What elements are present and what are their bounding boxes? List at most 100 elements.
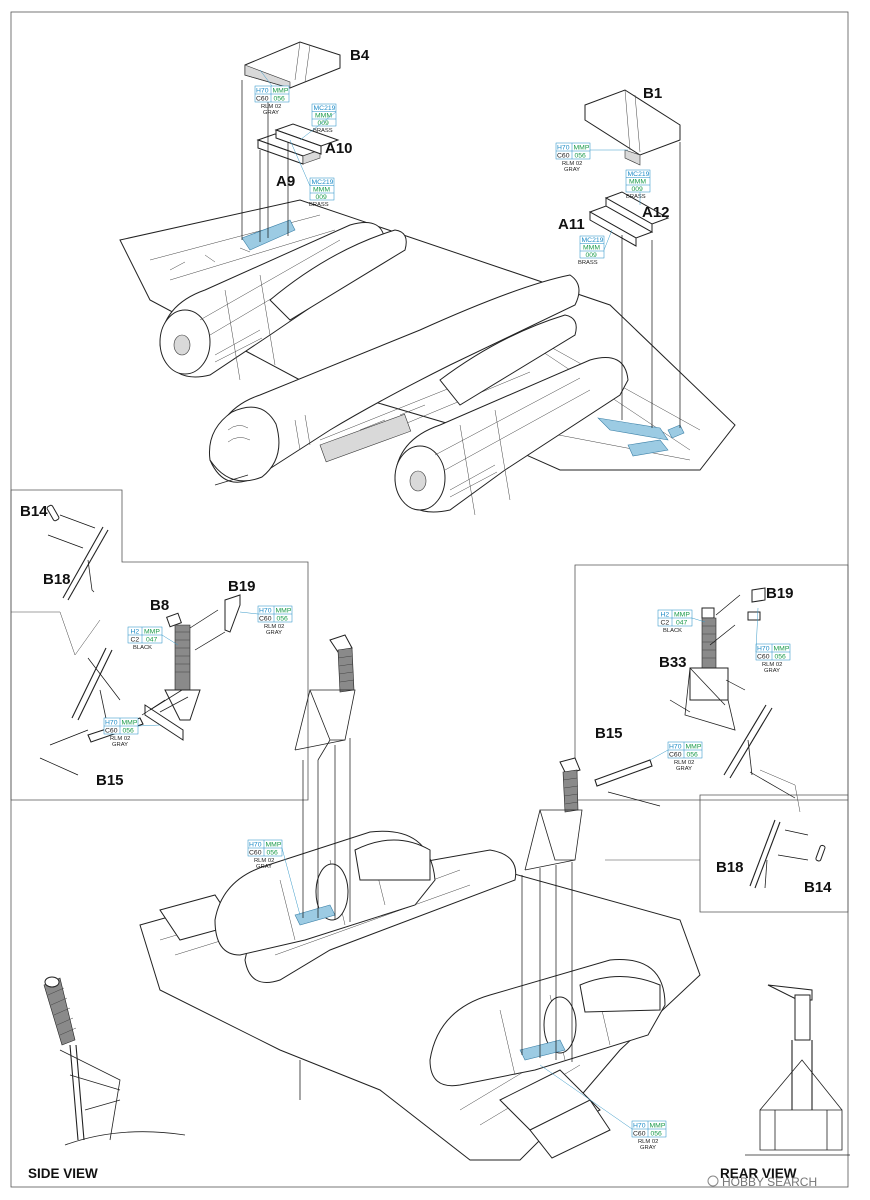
svg-text:H70: H70 bbox=[757, 646, 770, 653]
bay-highlight-right-a bbox=[597, 417, 669, 441]
svg-text:009: 009 bbox=[586, 252, 598, 259]
svg-text:H70: H70 bbox=[259, 608, 272, 615]
svg-text:C60: C60 bbox=[757, 654, 770, 661]
svg-text:056: 056 bbox=[775, 654, 787, 661]
svg-text:056: 056 bbox=[277, 616, 289, 623]
rear-view-drawing bbox=[745, 984, 850, 1156]
color-callout-gray-b19-left: H70 MMP C60 056 RLM 02 GRAY bbox=[257, 605, 293, 636]
color-callout-gray-b4: H70 MMP C60 056 RLM 02 GRAY bbox=[254, 85, 290, 116]
svg-text:047: 047 bbox=[676, 620, 688, 627]
svg-text:009: 009 bbox=[316, 194, 328, 201]
svg-text:MMP: MMP bbox=[122, 720, 138, 727]
svg-text:MMP: MMP bbox=[774, 646, 790, 653]
label-b19-right: B19 bbox=[766, 585, 794, 602]
svg-text:MMM: MMM bbox=[583, 245, 600, 252]
svg-text:GRAY: GRAY bbox=[564, 167, 580, 173]
color-callout-brass-a11: MC219 MMM 009 BRASS bbox=[578, 235, 605, 266]
label-b33: B33 bbox=[659, 654, 687, 671]
svg-text:GRAY: GRAY bbox=[263, 110, 279, 116]
svg-text:C60: C60 bbox=[557, 153, 570, 160]
svg-text:MMP: MMP bbox=[144, 629, 160, 636]
label-b15-right: B15 bbox=[595, 725, 623, 742]
part-a12-drawing bbox=[588, 191, 670, 247]
svg-text:H70: H70 bbox=[557, 145, 570, 152]
svg-text:GRAY: GRAY bbox=[676, 766, 692, 772]
label-b19-left: B19 bbox=[228, 578, 256, 595]
svg-text:RLM 02: RLM 02 bbox=[264, 624, 284, 630]
svg-text:H70: H70 bbox=[669, 744, 682, 751]
b18-b14-rear-detail-drawing bbox=[749, 819, 826, 889]
svg-text:009: 009 bbox=[632, 186, 644, 193]
svg-text:MC219: MC219 bbox=[312, 179, 334, 186]
label-b15-left: B15 bbox=[96, 772, 124, 789]
top-aircraft-drawing bbox=[119, 199, 736, 516]
rear-view-caption: REAR VIEW bbox=[720, 1166, 797, 1181]
top-assembly-arrows bbox=[241, 80, 681, 428]
svg-text:MMM: MMM bbox=[313, 187, 330, 194]
svg-text:C60: C60 bbox=[249, 850, 262, 857]
svg-text:047: 047 bbox=[146, 637, 158, 644]
svg-text:056: 056 bbox=[575, 153, 587, 160]
svg-text:BRASS: BRASS bbox=[578, 260, 598, 266]
side-view-caption: SIDE VIEW bbox=[28, 1166, 98, 1181]
label-a10: A10 bbox=[325, 140, 353, 157]
label-b14-left: B14 bbox=[20, 503, 48, 520]
color-callout-gray-bay-right: H70 MMP C60 056 RLM 02 GRAY bbox=[631, 1120, 667, 1151]
svg-text:H70: H70 bbox=[633, 1123, 646, 1130]
svg-text:056: 056 bbox=[123, 728, 135, 735]
callout-leader-lines bbox=[137, 69, 759, 1130]
landing-gear-strut-left-drawing bbox=[39, 594, 241, 776]
svg-text:RLM 02: RLM 02 bbox=[254, 858, 274, 864]
svg-text:C60: C60 bbox=[105, 728, 118, 735]
svg-text:H70: H70 bbox=[256, 88, 269, 95]
svg-text:GRAY: GRAY bbox=[640, 1145, 656, 1151]
color-callout-brass-a10: MC219 MMM 009 BRASS bbox=[311, 103, 337, 134]
svg-text:056: 056 bbox=[267, 850, 279, 857]
label-a11: A11 bbox=[558, 216, 585, 233]
svg-text:MMP: MMP bbox=[266, 842, 282, 849]
svg-text:009: 009 bbox=[318, 120, 330, 127]
label-b4: B4 bbox=[350, 47, 370, 64]
svg-text:MMP: MMP bbox=[686, 744, 702, 751]
color-callout-gray-b15-right: H70 MMP C60 056 RLM 02 GRAY bbox=[667, 741, 703, 772]
label-b8: B8 bbox=[150, 597, 169, 614]
svg-text:C2: C2 bbox=[661, 620, 670, 627]
svg-text:MMP: MMP bbox=[650, 1123, 666, 1130]
label-a9: A9 bbox=[276, 173, 295, 190]
color-callout-gray-b19-right: H70 MMP C60 056 RLM 02 GRAY bbox=[755, 643, 791, 674]
svg-text:MMP: MMP bbox=[276, 608, 292, 615]
label-b1: B1 bbox=[643, 85, 662, 102]
svg-text:GRAY: GRAY bbox=[256, 864, 272, 870]
svg-text:C60: C60 bbox=[669, 752, 682, 759]
svg-text:GRAY: GRAY bbox=[112, 742, 128, 748]
svg-text:BRASS: BRASS bbox=[309, 202, 329, 208]
svg-text:H70: H70 bbox=[105, 720, 118, 727]
svg-text:BLACK: BLACK bbox=[133, 645, 152, 651]
landing-gear-strut-right-drawing bbox=[594, 587, 796, 807]
svg-text:MMP: MMP bbox=[574, 145, 590, 152]
svg-text:056: 056 bbox=[687, 752, 699, 759]
gear-bay-highlight-right bbox=[519, 1039, 566, 1061]
svg-text:MC219: MC219 bbox=[582, 237, 604, 244]
bottom-gear-struts-drawing bbox=[294, 634, 583, 1062]
svg-text:C2: C2 bbox=[131, 637, 140, 644]
bay-highlight-right-b bbox=[627, 439, 669, 457]
svg-text:MC219: MC219 bbox=[628, 171, 650, 178]
svg-text:H70: H70 bbox=[249, 842, 262, 849]
color-callout-black-b33: H2 MMP C2 047 BLACK bbox=[657, 609, 693, 634]
svg-text:MMM: MMM bbox=[629, 179, 646, 186]
left-inset-frame bbox=[10, 489, 309, 801]
svg-text:RLM 02: RLM 02 bbox=[762, 662, 782, 668]
svg-text:BRASS: BRASS bbox=[313, 128, 333, 134]
svg-text:RLM 02: RLM 02 bbox=[674, 760, 694, 766]
svg-text:C60: C60 bbox=[633, 1131, 646, 1138]
svg-text:MMP: MMP bbox=[273, 88, 289, 95]
svg-text:C60: C60 bbox=[256, 96, 269, 103]
b14-b18-detail-drawing bbox=[46, 504, 109, 601]
svg-text:H2: H2 bbox=[131, 629, 140, 636]
svg-text:056: 056 bbox=[651, 1131, 663, 1138]
right-inset-frame bbox=[574, 564, 849, 913]
svg-text:GRAY: GRAY bbox=[764, 668, 780, 674]
svg-text:056: 056 bbox=[274, 96, 286, 103]
svg-text:RLM 02: RLM 02 bbox=[261, 104, 281, 110]
